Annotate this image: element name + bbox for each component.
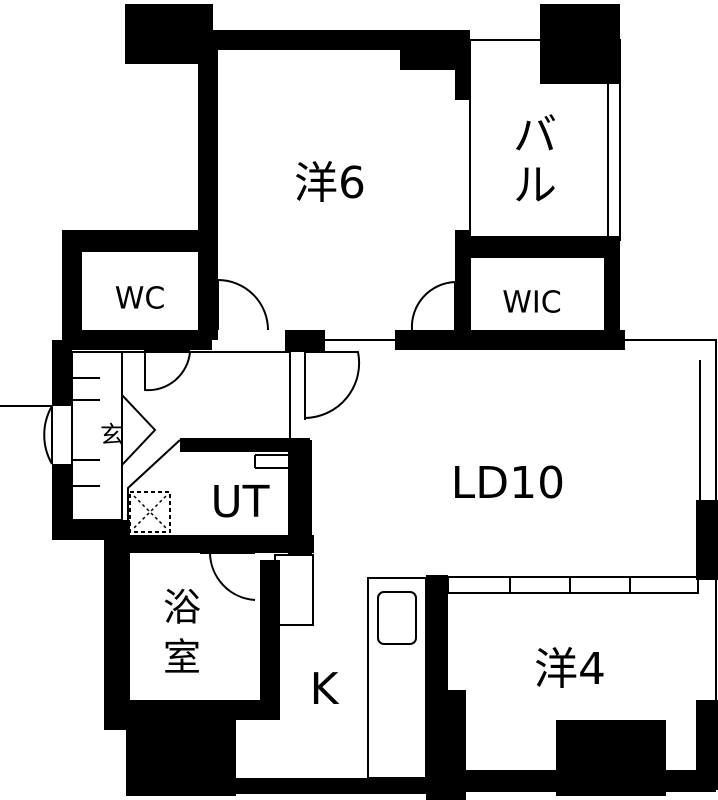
- room-label-ut: UT: [210, 477, 269, 528]
- doors: [0, 279, 456, 601]
- room-label-entrance: 玄: [100, 421, 124, 449]
- room-label-ld: LD10: [451, 458, 565, 509]
- room-label-western-4: 洋4: [534, 644, 606, 695]
- walls: [52, 30, 718, 800]
- room-label-western-6: 洋6: [294, 158, 366, 209]
- room-label-balcony-top: バ: [513, 110, 557, 161]
- room-label-bath-bottom: 室: [163, 636, 201, 680]
- room-label-balcony-bottom: ル: [513, 160, 557, 211]
- washing-machine-pan-icon: [129, 491, 171, 533]
- room-label-wc: WC: [115, 282, 166, 317]
- room-label-bath-top: 浴: [163, 586, 201, 630]
- room-labels: 洋6 バ ル WC WIC 玄 LD10 UT 浴 室 K 洋4: [100, 110, 606, 715]
- thin-lines: [71, 39, 717, 779]
- room-label-wic: WIC: [502, 286, 561, 321]
- room-label-kitchen: K: [310, 664, 340, 715]
